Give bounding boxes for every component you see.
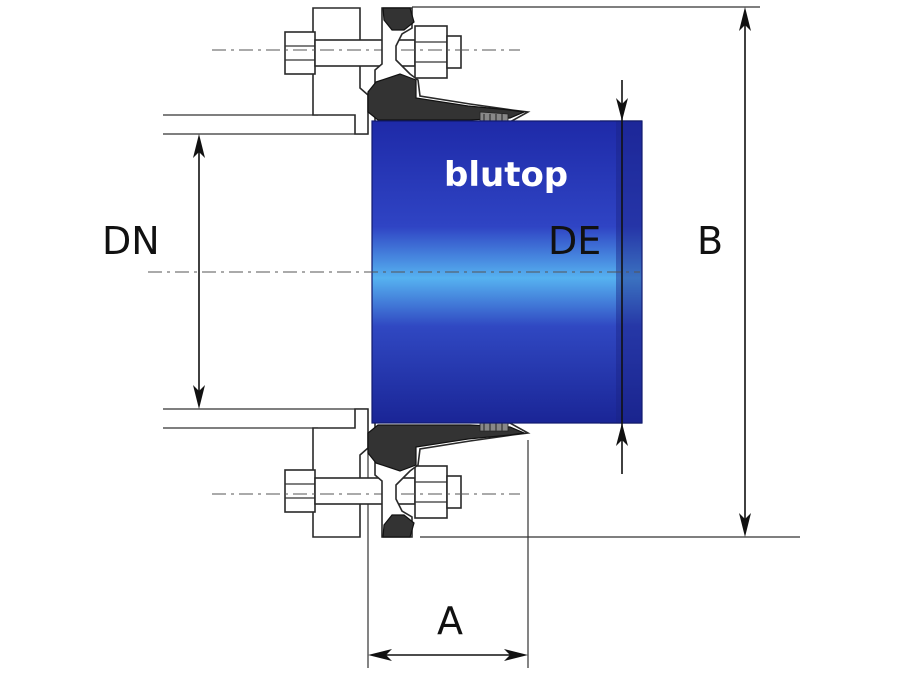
a-label: A xyxy=(437,599,463,643)
a-dimension xyxy=(368,649,528,661)
dn-label: DN xyxy=(102,219,160,263)
adaptor-gland-bottom xyxy=(367,420,531,538)
bolt-assembly-bottom xyxy=(284,465,462,519)
de-dimension xyxy=(616,80,628,474)
bolt-center-lines xyxy=(212,49,520,495)
existing-pipe xyxy=(163,114,368,429)
bolt-assembly-top xyxy=(284,25,462,79)
b-label: B xyxy=(697,219,723,263)
b-dimension xyxy=(739,7,751,537)
de-label: DE xyxy=(548,219,601,263)
adaptor-gland-top xyxy=(367,7,531,125)
blutop-logo: blutop xyxy=(444,155,568,195)
dn-dimension xyxy=(193,134,205,409)
